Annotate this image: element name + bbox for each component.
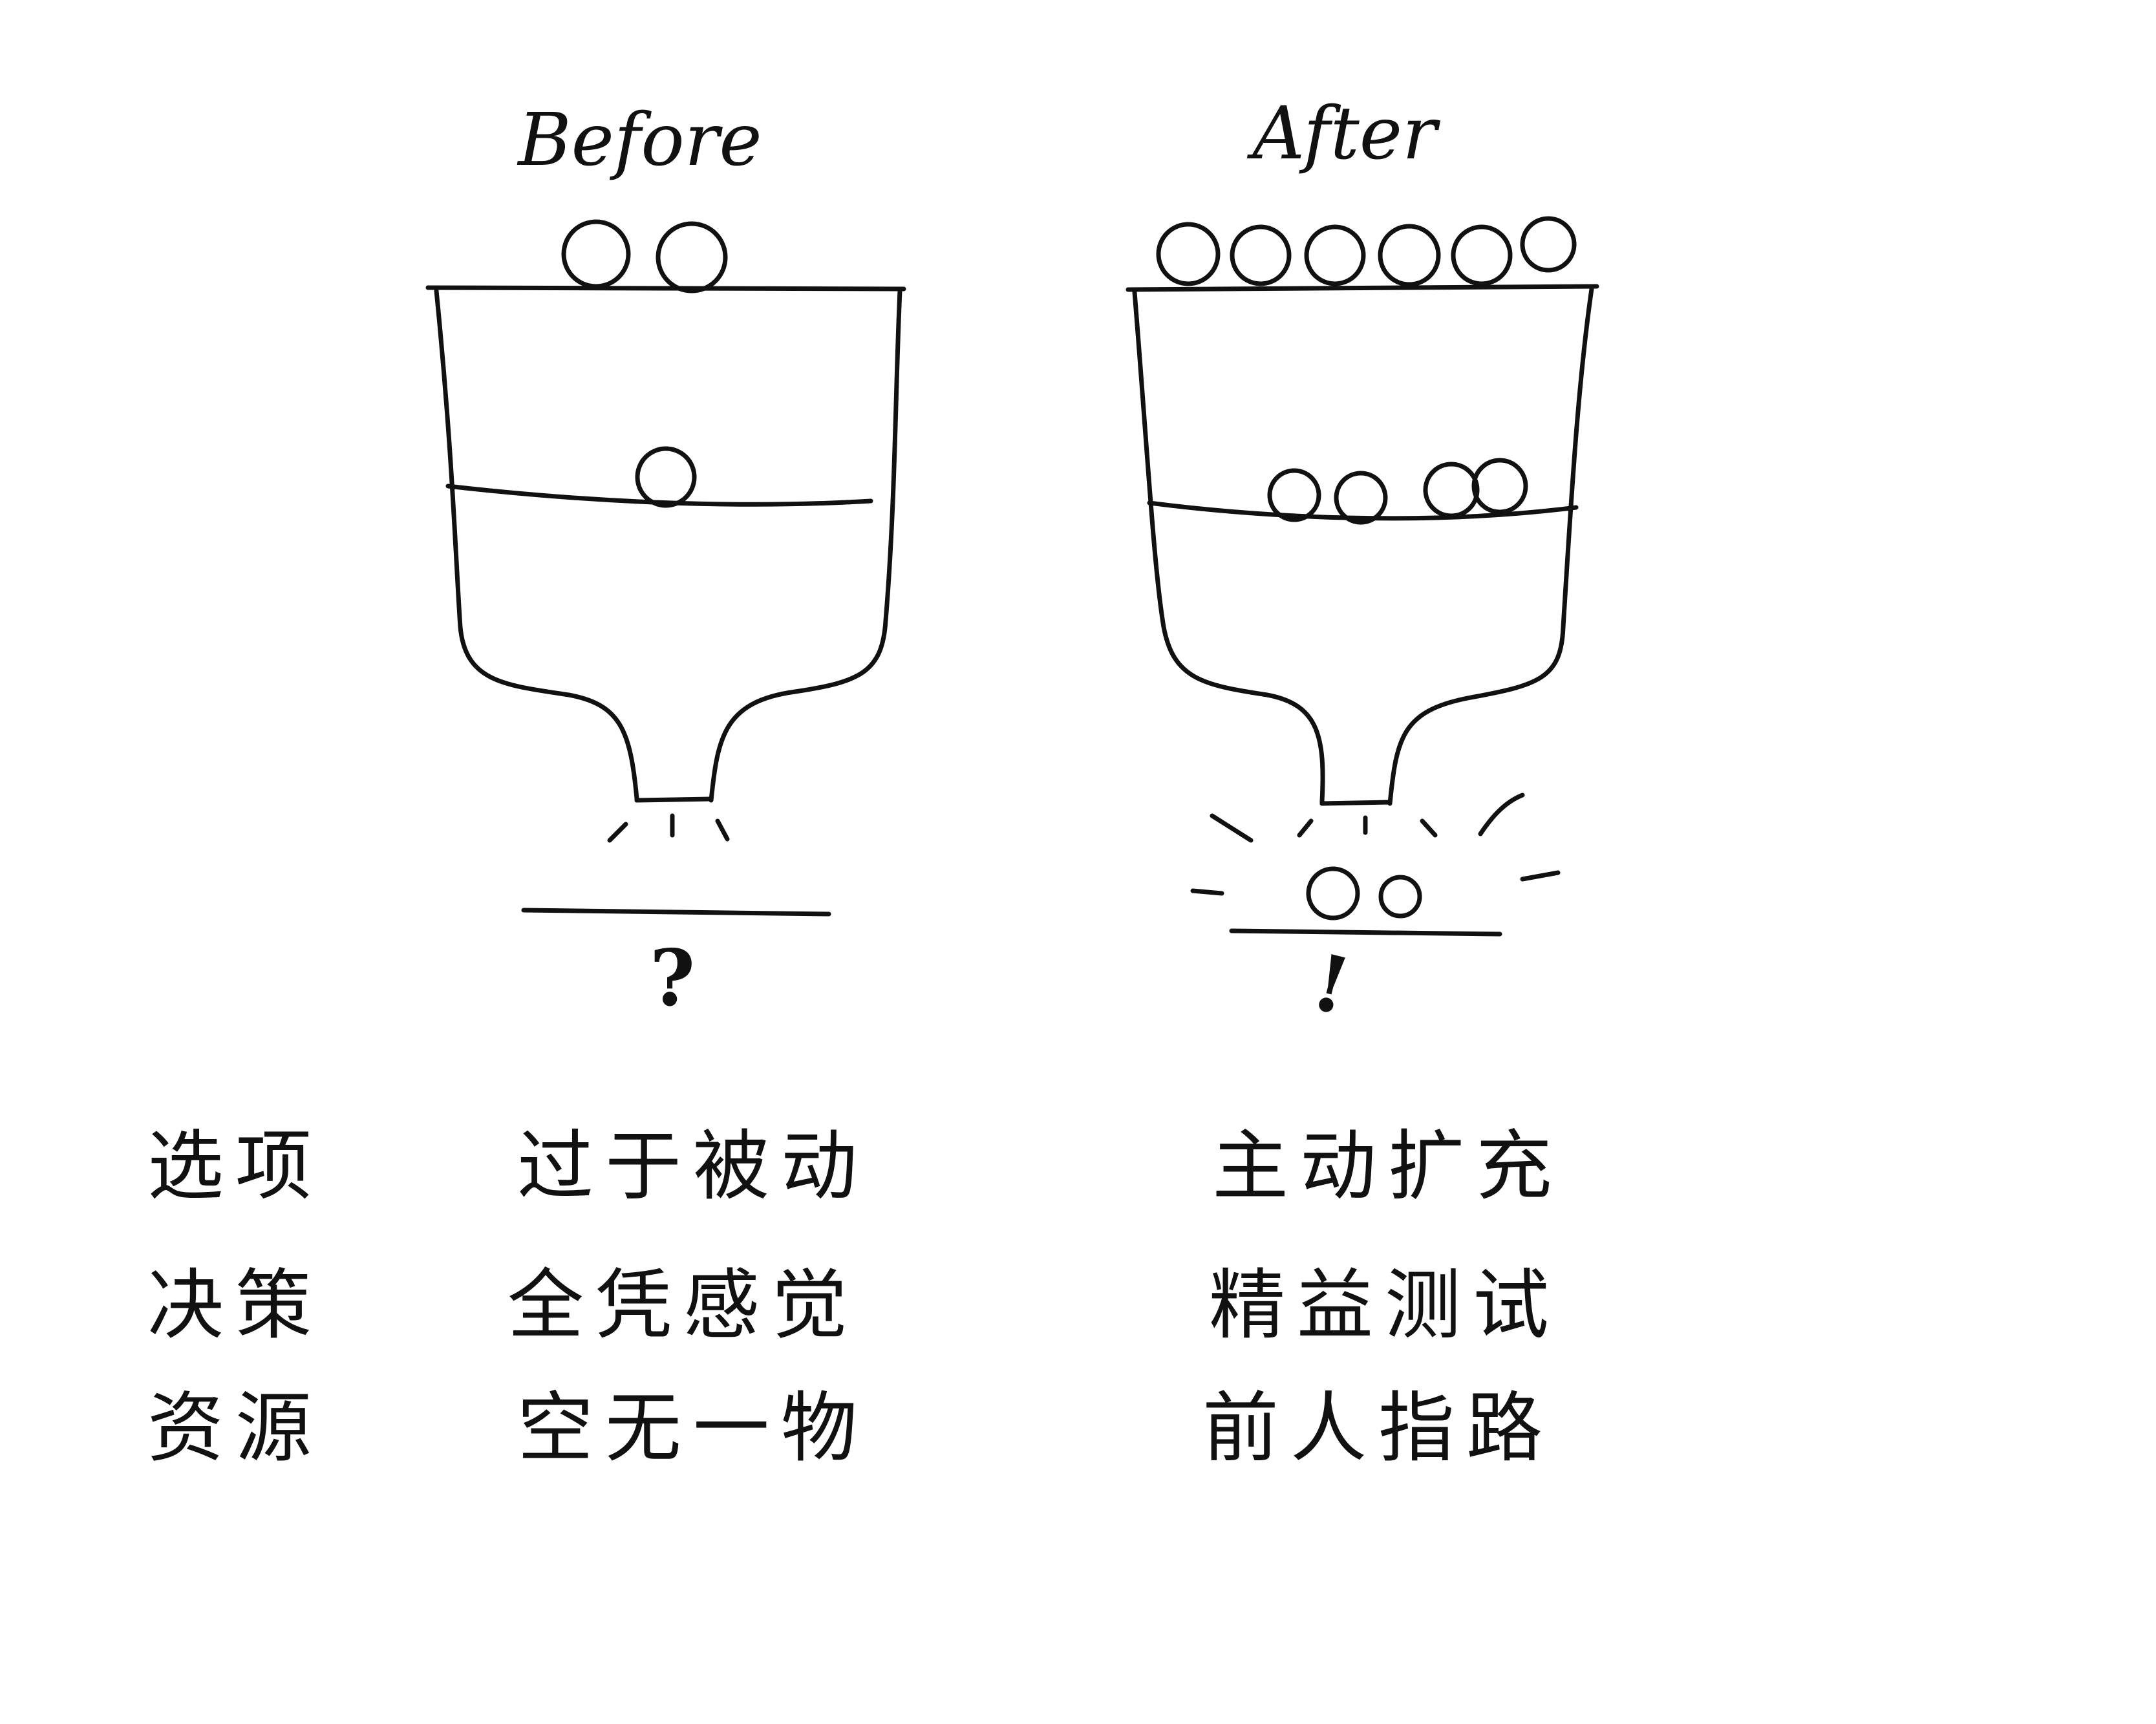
after-output-line [1229,928,1502,937]
row-category: 资源 [147,1383,323,1473]
row-category: 决策 [147,1261,323,1350]
after-top-ball [1520,216,1577,273]
row-before-text: 全凭感觉 [507,1261,859,1350]
before-panel: Before ? [425,98,906,1024]
after-funnel-spout [1319,800,1393,806]
row-category: 选项 [147,1122,323,1211]
after-middle-ball [1423,462,1480,518]
before-funnel-divider [445,484,873,507]
before-funnel-rim [425,285,906,292]
after-middle-ball [1471,458,1528,515]
after-drip-mark [1297,818,1314,838]
comparison-rows: 选项 过于被动 主动扩充 决策 全凭感觉 精益测试 资源 空无一物 前人指路 [147,1122,1564,1473]
after-middle-ball [1334,471,1388,525]
before-funnel-body [434,288,902,803]
after-funnel-rim [1126,284,1599,292]
after-title: After [1246,92,1441,176]
before-middle-ball [635,446,697,508]
after-output-ball [1378,875,1422,919]
row-after-text: 精益测试 [1209,1261,1561,1350]
before-drip-mark [607,822,628,843]
before-output-line [521,908,831,917]
after-burst-mark [1520,870,1561,882]
after-top-ball [1304,224,1366,286]
before-title: Before [517,98,762,182]
after-funnel-body [1132,286,1594,806]
after-drip-mark [1420,818,1438,838]
before-funnel-spout [634,796,714,803]
after-burst-mark [1210,813,1254,843]
before-result-mark: ? [650,933,695,1024]
row-after-text: 主动扩充 [1212,1122,1564,1211]
row-before-text: 过于被动 [517,1122,869,1211]
after-output-ball [1306,866,1360,921]
row-before-text: 空无一物 [517,1383,869,1473]
before-top-ball [561,219,631,289]
row-after-text: 前人指路 [1202,1383,1554,1473]
after-middle-ball [1267,468,1321,522]
after-burst-mark [1478,793,1525,836]
after-result-mark: ! [1304,937,1359,1034]
before-top-ball [656,221,728,293]
after-top-ball [1378,224,1441,287]
after-top-ball [1156,222,1221,286]
after-panel: After ! [1126,92,1599,1034]
before-drip-mark [715,818,730,842]
after-top-ball [1230,224,1292,286]
after-top-ball [1451,224,1513,286]
after-burst-mark [1190,888,1224,896]
